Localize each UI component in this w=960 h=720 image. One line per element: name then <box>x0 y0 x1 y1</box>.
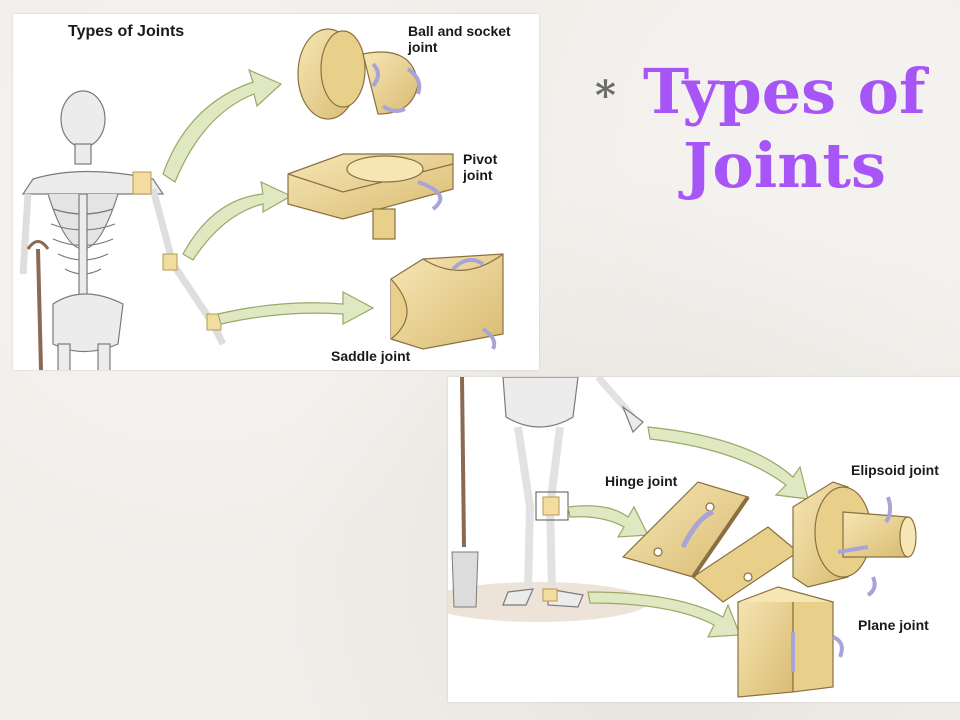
slide-title: * Types of Joints <box>595 55 945 203</box>
title-bullet: * <box>595 72 616 119</box>
shovel-blade <box>451 551 479 608</box>
saddle-label: Saddle joint <box>331 348 411 364</box>
shovel-handle <box>460 377 466 548</box>
plane-label: Plane joint <box>858 617 929 633</box>
ball-socket-joint-model <box>297 28 422 120</box>
pivot-joint-model <box>287 153 454 240</box>
ellipsoid-joint-model <box>792 481 917 597</box>
skeleton-joints-illustration-bottom <box>448 377 917 698</box>
ellipsoid-label: Elipsoid joint <box>851 462 939 478</box>
arrow-to-pivot <box>182 180 293 261</box>
arrow-to-ball-socket <box>162 68 283 183</box>
joints-figure-top: Types of Joints Ball and socket joint Pi… <box>13 14 539 370</box>
figure-heading: Types of Joints <box>68 23 185 40</box>
arrow-to-plane <box>587 591 741 638</box>
skeleton-joints-illustration-top <box>19 28 504 370</box>
hinge-joint-model <box>621 481 800 603</box>
arrow-to-ellipsoid <box>647 426 809 500</box>
pivot-label: Pivot joint <box>463 151 498 183</box>
saddle-joint-model <box>390 253 504 350</box>
title-line-2: Joints <box>683 129 886 202</box>
arrow-to-hinge <box>567 505 649 538</box>
joints-figure-bottom: Hinge joint Elipsoid joint Plane joint <box>448 377 960 702</box>
skeleton-lower-body <box>502 377 644 608</box>
hinge-label: Hinge joint <box>605 473 678 489</box>
title-line-1: Types of <box>643 55 926 128</box>
arrow-to-saddle <box>217 291 375 325</box>
plane-joint-model <box>737 586 844 698</box>
shovel-handle <box>36 248 43 370</box>
ball-socket-label: Ball and socket joint <box>408 23 511 55</box>
skeleton-upper-body <box>19 90 227 370</box>
